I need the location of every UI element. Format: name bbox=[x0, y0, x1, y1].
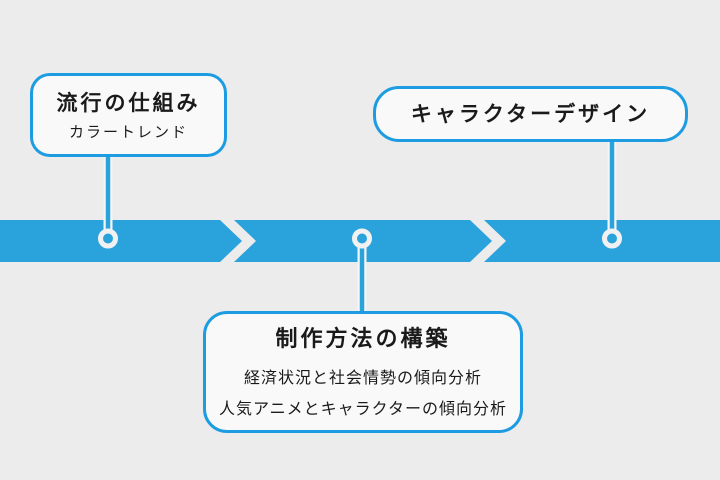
callout-subtitle: カラートレンド bbox=[68, 122, 188, 141]
callout-title: 制作方法の構築 bbox=[275, 327, 451, 352]
timeline-node-1 bbox=[98, 228, 118, 249]
callout-detail-line: 人気アニメとキャラクターの傾向分析 bbox=[218, 399, 508, 418]
callout-title: 流行の仕組み bbox=[56, 90, 201, 115]
callout-detail-line: 経済状況と社会情勢の傾向分析 bbox=[243, 368, 482, 387]
callout-character-design: キャラクターデザイン bbox=[373, 86, 688, 142]
callout-production-method: 制作方法の構築 経済状況と社会情勢の傾向分析 人気アニメとキャラクターの傾向分析 bbox=[203, 311, 523, 433]
timeline-node-2 bbox=[352, 228, 372, 249]
callout-trend-mechanism: 流行の仕組み カラートレンド bbox=[30, 73, 227, 157]
callout-title: キャラクターデザイン bbox=[410, 102, 651, 126]
timeline-segment-1 bbox=[0, 220, 242, 262]
timeline-node-3 bbox=[602, 228, 622, 249]
timeline-segment-3 bbox=[484, 220, 720, 262]
